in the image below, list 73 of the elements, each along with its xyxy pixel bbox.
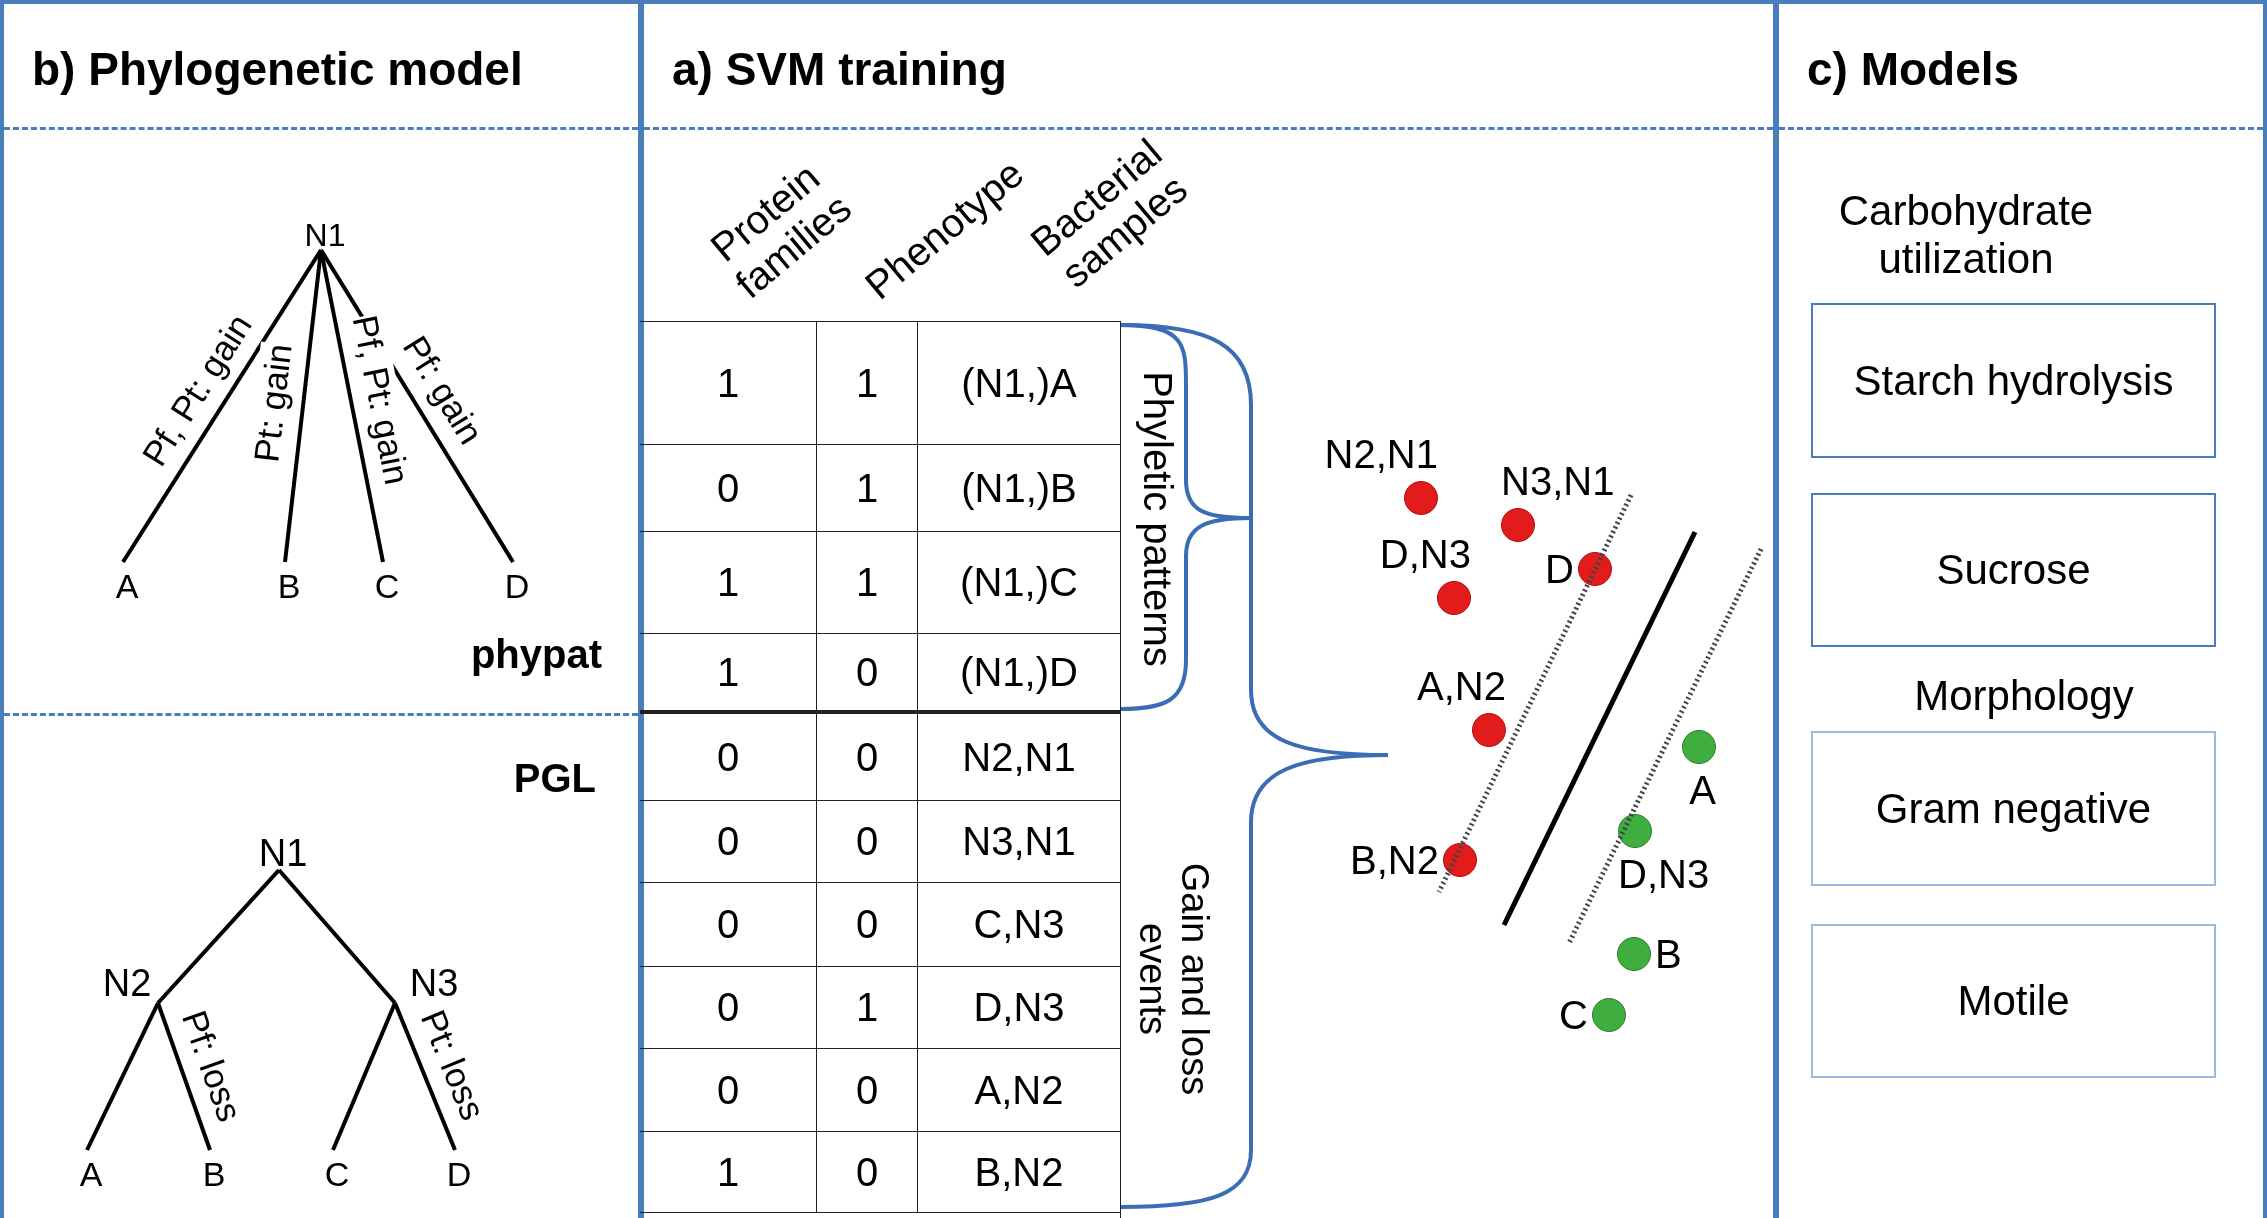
table-cell: 0	[817, 801, 918, 883]
table-cell: 1	[640, 1132, 817, 1213]
table-cell: 0	[640, 883, 817, 967]
node-label: N1	[300, 216, 350, 254]
table-cell: N3,N1	[918, 801, 1121, 883]
tree-branch	[393, 1002, 457, 1151]
node-label: B	[269, 566, 309, 606]
node-label: C	[317, 1154, 357, 1194]
point-label: B,N2	[1350, 837, 1439, 883]
table-cell: 0	[640, 801, 817, 883]
point-label: C	[1559, 992, 1588, 1038]
table-cell: C,N3	[918, 883, 1121, 967]
panel-title: a) SVM training	[672, 42, 1007, 96]
table-cell: (N1,)A	[918, 322, 1121, 445]
point-label: D	[1545, 546, 1574, 592]
table-cell: 0	[817, 1049, 918, 1132]
model-box: Sucrose	[1811, 493, 2216, 647]
group-heading: Carbohydrate utilization	[1837, 187, 2095, 283]
tree-branch	[156, 1002, 212, 1151]
table-cell: 0	[640, 714, 817, 801]
tree-caption: PGL	[513, 756, 596, 801]
node-label: N2	[92, 959, 162, 1007]
table-cell: (N1,)B	[918, 445, 1121, 532]
table-cell: 1	[640, 322, 817, 445]
table-cell: 0	[817, 634, 918, 714]
node-label: A	[107, 566, 147, 606]
table-cell: (N1,)C	[918, 532, 1121, 634]
table-cell: 1	[817, 445, 918, 532]
tree-branch	[277, 868, 397, 1005]
table-cell: 1	[817, 532, 918, 634]
table-cell: 0	[817, 1132, 918, 1213]
node-label: N3	[399, 959, 469, 1007]
tree-branch	[121, 248, 323, 564]
point-label: B	[1655, 931, 1682, 977]
node-label: B	[194, 1154, 234, 1194]
table-cell: 0	[640, 967, 817, 1049]
node-label: A	[71, 1154, 111, 1194]
node-label: N1	[253, 832, 313, 874]
table-cell: 0	[817, 883, 918, 967]
table-cell: 1	[640, 532, 817, 634]
table-cell: (N1,)D	[918, 634, 1121, 714]
table-cell: B,N2	[918, 1132, 1121, 1213]
model-box: Gram negative	[1811, 731, 2216, 886]
table-cell: A,N2	[918, 1049, 1121, 1132]
model-box: Starch hydrolysis	[1811, 303, 2216, 458]
point-label: A,N2	[1417, 664, 1506, 709]
tree-caption: phypat	[470, 632, 602, 677]
table-cell: 1	[817, 322, 918, 445]
point-label: N3,N1	[1501, 459, 1615, 504]
point-label: N2,N1	[1324, 432, 1438, 477]
tree-branch	[156, 868, 281, 1005]
tree-branch	[319, 249, 385, 563]
group-heading: Morphology	[1913, 672, 2135, 720]
table-cell: 0	[817, 714, 918, 801]
panel-title: b) Phylogenetic model	[32, 42, 523, 96]
table-cell: 1	[640, 634, 817, 714]
point-label: D,N3	[1379, 532, 1471, 577]
model-box: Motile	[1811, 924, 2216, 1078]
panel	[1775, 0, 2267, 1218]
panel	[640, 0, 1777, 1218]
node-label: C	[367, 566, 407, 606]
panel-title: c) Models	[1807, 42, 2020, 96]
table-cell: D,N3	[918, 967, 1121, 1049]
table-cell: 0	[640, 1049, 817, 1132]
table-cell: 0	[640, 445, 817, 532]
point-label: A	[1689, 768, 1716, 813]
table-cell: N2,N1	[918, 714, 1121, 801]
point-label: D,N3	[1618, 852, 1710, 897]
tree-branch	[331, 1002, 397, 1151]
node-label: D	[439, 1154, 479, 1194]
table-cell: 1	[817, 967, 918, 1049]
tree-branch	[85, 1002, 160, 1151]
node-label: D	[497, 566, 537, 606]
